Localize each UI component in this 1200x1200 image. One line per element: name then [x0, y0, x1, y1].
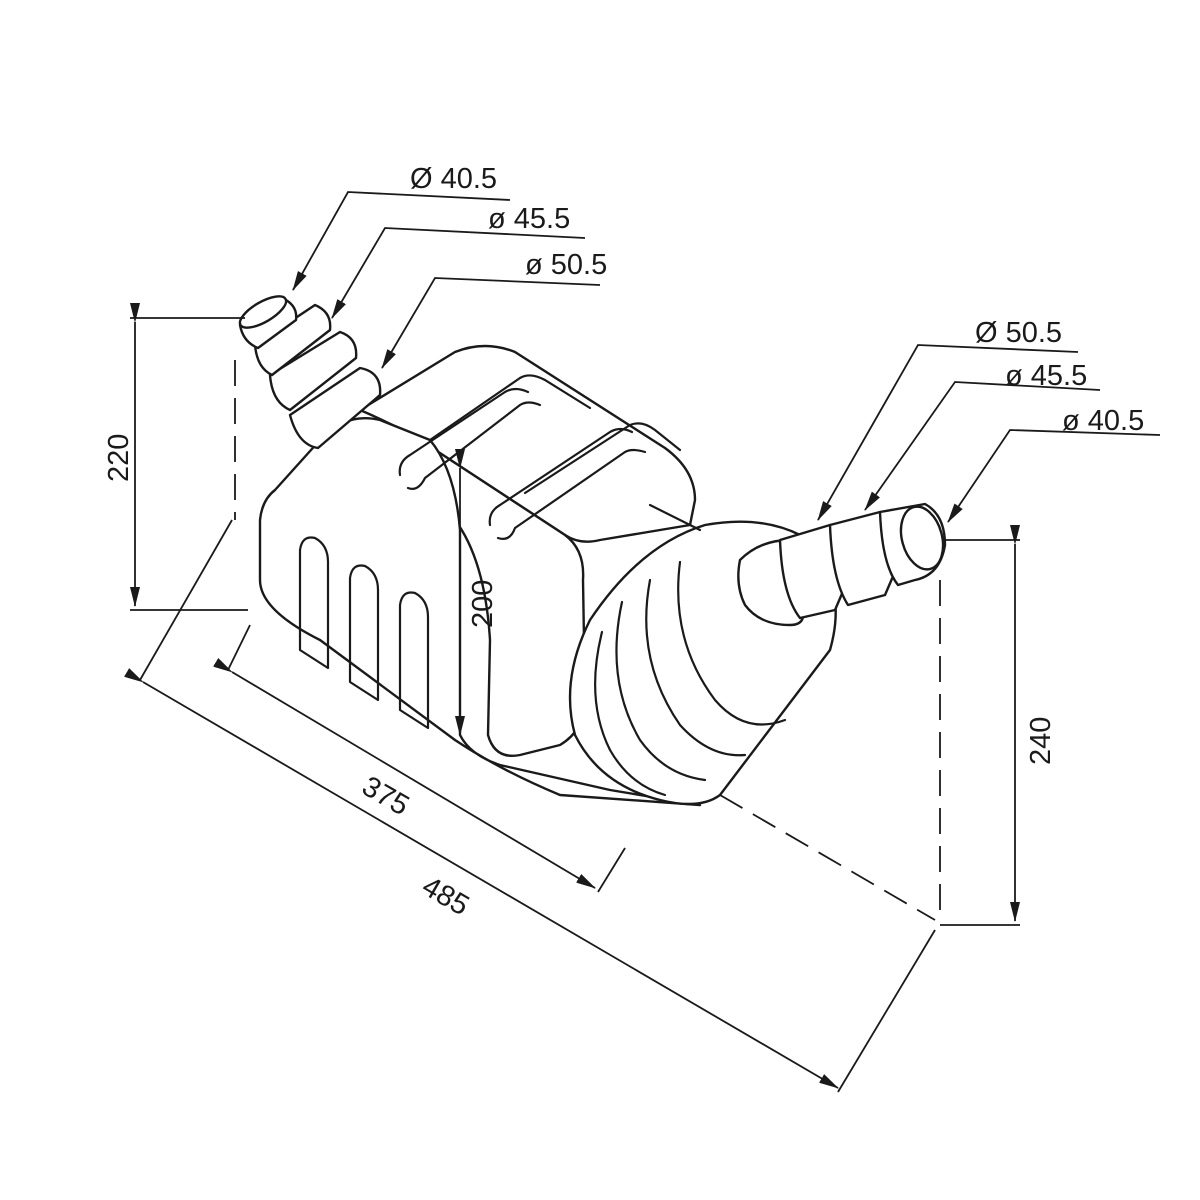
- ext-line-485-right: [837, 929, 936, 1093]
- outlet-diameter-2-label: ø 45.5: [1005, 360, 1087, 392]
- inlet-mouth: [238, 295, 288, 329]
- inlet-diameter-3-label: ø 50.5: [525, 249, 607, 281]
- ext-line-485-left: [139, 519, 233, 681]
- ext-line-375-right: [597, 847, 626, 893]
- inlet-diameter-2-label: ø 45.5: [488, 203, 570, 235]
- outlet-diameter-1-label: Ø 50.5: [975, 317, 1062, 349]
- dim-line-485: [124, 668, 839, 1089]
- leader-inlet-d3: [381, 277, 601, 369]
- outlet-mouth: [899, 505, 945, 571]
- dimension-lines: [124, 191, 1161, 1093]
- leader-inlet-d1: [292, 191, 511, 291]
- body-length-label: 375: [357, 770, 415, 822]
- outlet-height-label: 240: [1025, 717, 1057, 765]
- ext-line-375-left: [227, 624, 251, 671]
- top-groove-1b: [406, 401, 542, 490]
- front-slot-1: [298, 536, 330, 670]
- outlet-diameter-3-label: ø 40.5: [1062, 405, 1144, 437]
- top-groove-4: [523, 422, 682, 495]
- body-height-label: 200: [467, 580, 499, 628]
- inlet-step-3: [268, 330, 358, 412]
- leader-inlet-d2: [331, 227, 586, 319]
- inlet-step-2: [253, 303, 332, 377]
- outlet-connector: [568, 502, 947, 806]
- leader-outlet-d2: [864, 381, 1101, 511]
- front-slot-3: [398, 591, 430, 730]
- total-length-label: 485: [417, 870, 475, 922]
- leader-outlet-d3: [947, 429, 1161, 523]
- inlet-base: [288, 366, 382, 450]
- top-groove-2: [428, 374, 592, 442]
- inlet-connector: [238, 295, 382, 450]
- front-slot-2: [348, 564, 380, 702]
- top-groove-3b: [496, 448, 647, 540]
- outlet-rail: [648, 503, 702, 532]
- inlet-diameter-1-label: Ø 40.5: [410, 163, 497, 195]
- dashed-base-line: [719, 794, 936, 921]
- inlet-height-label: 220: [103, 434, 135, 482]
- leader-outlet-d1: [817, 344, 1079, 521]
- top-groove-1: [398, 387, 530, 477]
